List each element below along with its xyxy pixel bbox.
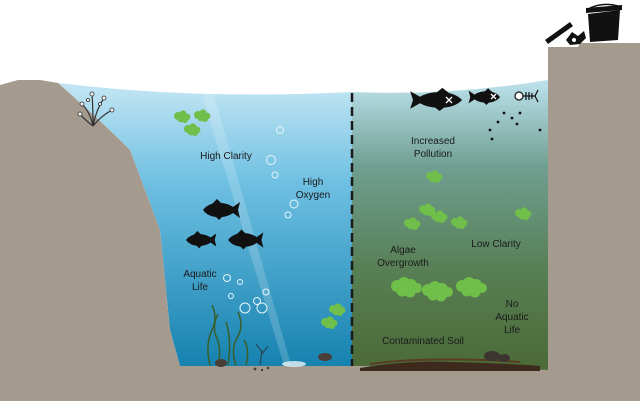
bubble-icon xyxy=(289,199,299,209)
bubble-icon xyxy=(256,302,268,314)
bubble-icon xyxy=(284,211,292,219)
rock-icon xyxy=(484,351,500,361)
label-high-clarity: High Clarity xyxy=(200,151,252,162)
rock-icon xyxy=(318,353,332,361)
polluted-water xyxy=(352,80,548,370)
contaminated-soil-layer xyxy=(360,361,540,371)
label-high-oxygen: High Oxygen xyxy=(295,177,331,201)
label-contaminated-soil: Contaminated Soil xyxy=(382,336,464,347)
bubble-icon xyxy=(228,293,234,299)
seaweed-icon xyxy=(207,304,249,366)
fish-skeleton-icon xyxy=(514,89,539,103)
label-algae-overgrowth: Algae Overgrowth xyxy=(377,245,429,269)
coral-icon xyxy=(255,343,269,366)
pollution-particles xyxy=(488,111,542,141)
bubble-icon xyxy=(253,297,261,305)
rock-icon xyxy=(215,359,227,367)
bubble-icon xyxy=(262,288,270,296)
bubble-icon xyxy=(239,302,251,314)
rock-icon xyxy=(498,354,510,362)
garbage-icon xyxy=(545,22,586,45)
bubble-icon xyxy=(271,171,279,179)
trash-can-icon xyxy=(586,3,622,42)
bubble-icon xyxy=(237,279,243,285)
clean-water xyxy=(58,83,352,366)
bubble-icon xyxy=(266,155,276,165)
label-aquatic-life: Aquatic Life xyxy=(183,269,217,293)
label-no-aquatic-life: No Aquatic Life xyxy=(495,299,529,336)
light-ray xyxy=(200,88,293,372)
bubble-icon xyxy=(223,274,231,282)
bubble-icon xyxy=(276,126,284,134)
label-increased-pollution: Increased Pollution xyxy=(411,136,455,160)
ground xyxy=(0,43,640,401)
label-low-clarity: Low Clarity xyxy=(471,239,521,250)
